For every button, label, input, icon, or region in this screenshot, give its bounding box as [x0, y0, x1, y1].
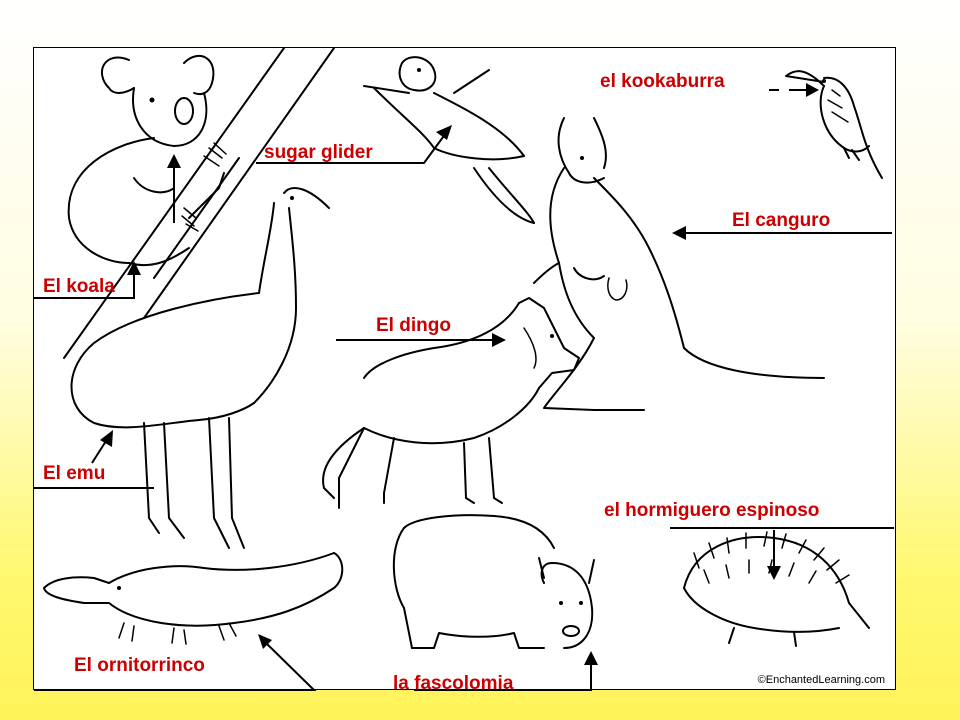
label-hormiguero-espinoso: el hormiguero espinoso: [604, 500, 820, 521]
leader-lines: [34, 83, 894, 691]
echidna-drawing: [683, 531, 870, 647]
label-kookaburra: el kookaburra: [600, 71, 725, 92]
sugar-glider-drawing: [363, 56, 535, 224]
animal-line-art: [34, 48, 894, 691]
platypus-drawing: [43, 552, 344, 645]
label-canguro: El canguro: [732, 210, 831, 231]
kookaburra-drawing: [785, 70, 883, 179]
emu-drawing: [70, 187, 330, 549]
koala-drawing: [67, 54, 227, 267]
label-fascolomia: la fascolomia: [393, 673, 514, 694]
label-emu: El emu: [43, 463, 106, 484]
label-dingo: El dingo: [376, 315, 451, 336]
label-ornitorrinco: El ornitorrinco: [74, 655, 205, 676]
kangaroo-drawing: [533, 117, 825, 411]
dingo-drawing: [322, 297, 580, 509]
diagram-panel: el kookaburra sugar glider El canguro El…: [33, 47, 896, 694]
label-koala: El koala: [43, 276, 115, 297]
wombat-drawing: [392, 514, 595, 649]
label-sugar-glider: sugar glider: [264, 142, 373, 163]
credit-text: ©EnchantedLearning.com: [757, 674, 885, 686]
